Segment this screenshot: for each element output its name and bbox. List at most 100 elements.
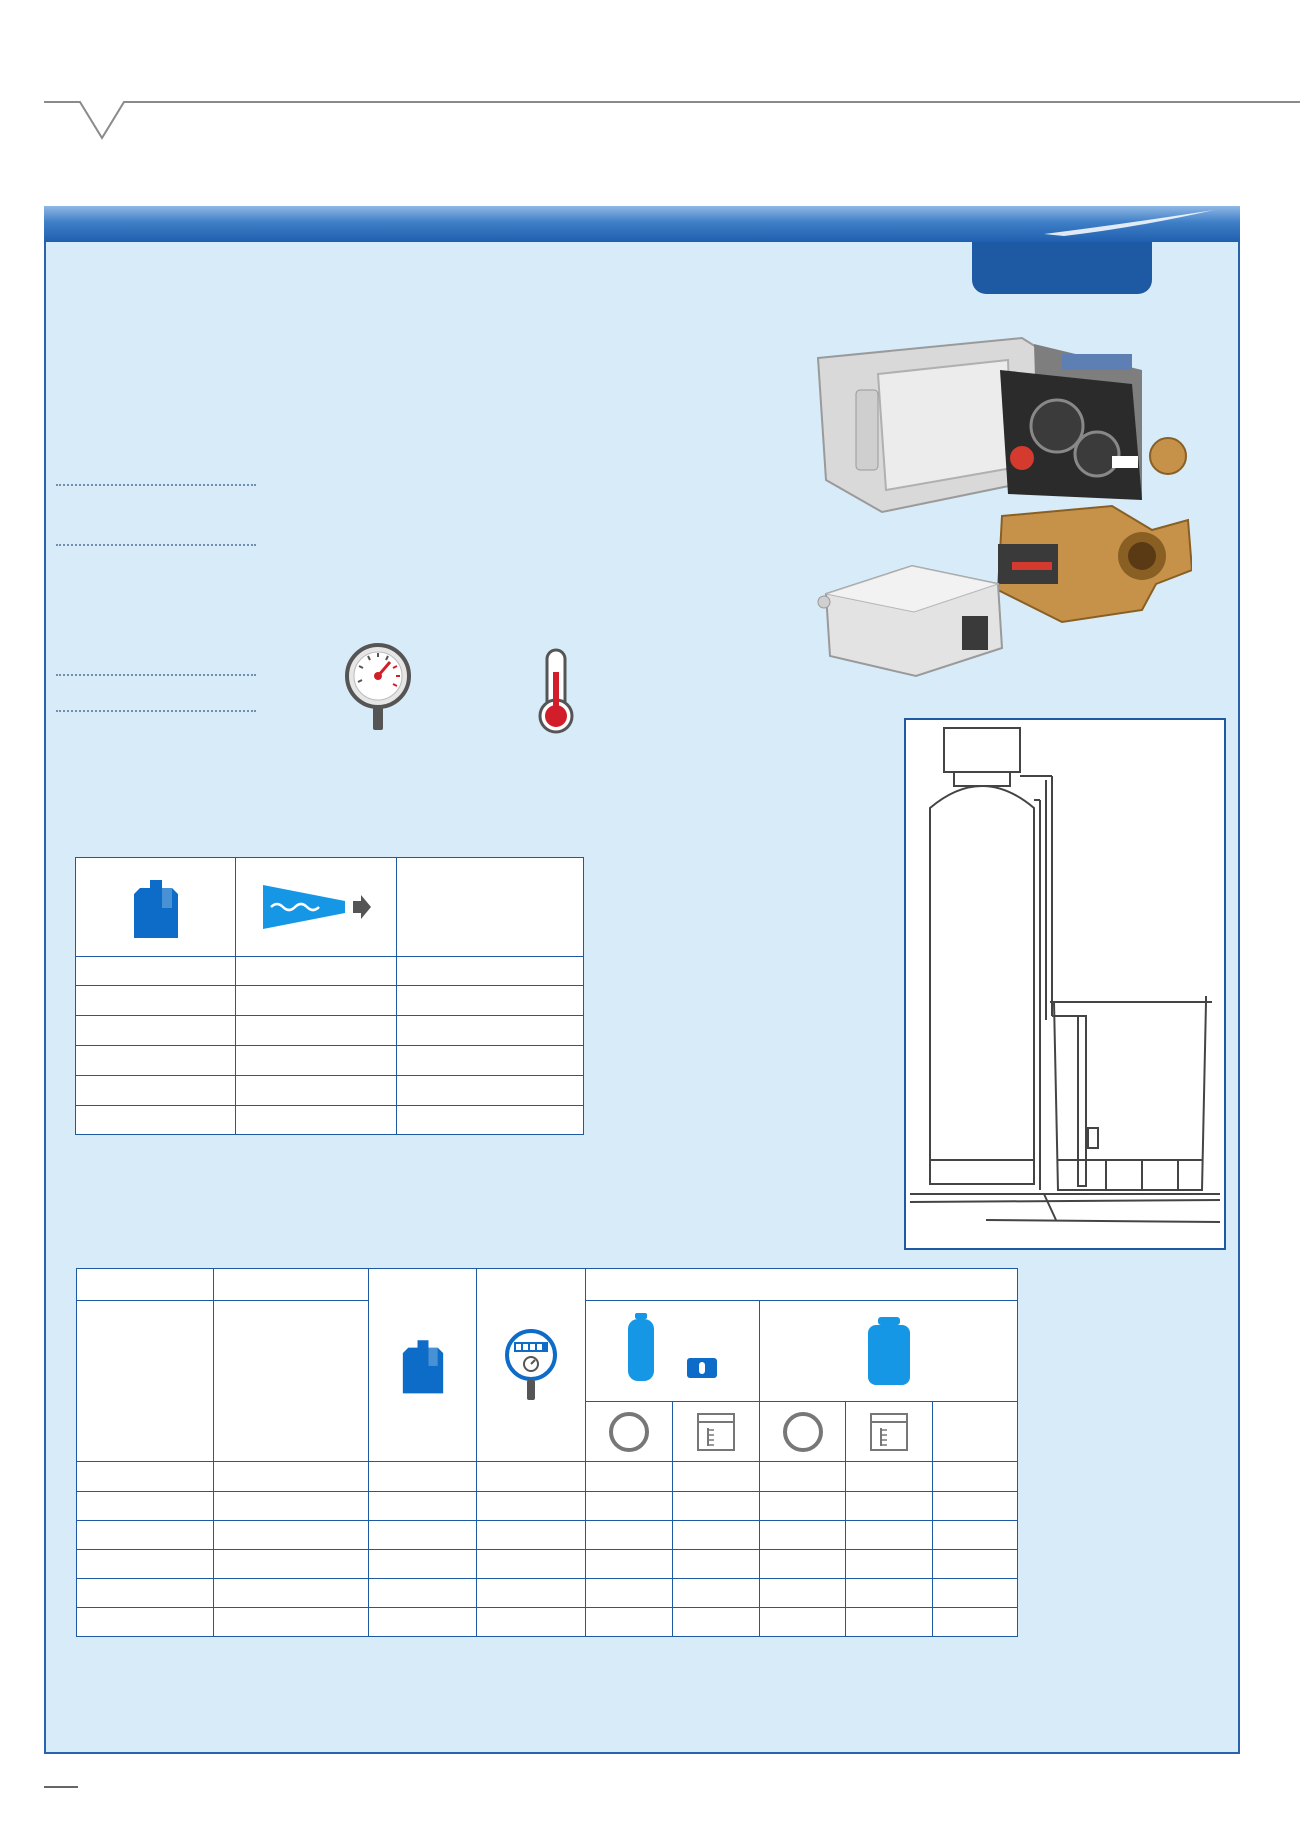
table-row [75, 1075, 584, 1106]
resin-tank-icon [628, 1313, 655, 1381]
table-cell [367, 1520, 478, 1550]
table-cell [396, 1045, 584, 1076]
table-cell [672, 1607, 761, 1637]
table-cell [476, 1491, 587, 1521]
table-cell [76, 1578, 214, 1608]
table1-header-cell [235, 857, 397, 957]
scale-icon [697, 1412, 736, 1451]
table-cell [845, 1520, 934, 1550]
table-cell [932, 1491, 1018, 1521]
scale-icon [870, 1412, 909, 1451]
ring-icon [609, 1411, 650, 1452]
table-cell [212, 1578, 369, 1608]
table-cell [845, 1491, 934, 1521]
table-cell [212, 1491, 369, 1521]
table2-header-cell [476, 1268, 587, 1462]
table-cell [75, 956, 236, 986]
table-row [75, 1015, 584, 1046]
table-cell [235, 1075, 397, 1106]
top-rule [44, 101, 1300, 140]
table-cell [212, 1520, 369, 1550]
table-row [76, 1549, 1018, 1579]
table-cell [845, 1578, 934, 1608]
table-cell [396, 1105, 584, 1135]
table-cell [396, 1015, 584, 1046]
ring-icon [782, 1411, 823, 1452]
table-cell [476, 1549, 587, 1579]
softener-installation-diagram [909, 727, 1221, 1223]
table-cell [932, 1549, 1018, 1579]
table-cell [476, 1607, 587, 1637]
table2-subheader-cell [845, 1401, 934, 1462]
table2-header-cell [585, 1268, 1018, 1301]
table-cell [932, 1520, 1018, 1550]
table-cell [585, 1607, 674, 1637]
table1-header-cell [75, 857, 236, 957]
swoosh-decoration [1044, 210, 1214, 236]
table-cell [235, 1105, 397, 1135]
table-cell [585, 1578, 674, 1608]
table-row [76, 1461, 1018, 1492]
table2-header-cell [212, 1268, 369, 1301]
dotted-leader [56, 544, 256, 546]
table-cell [585, 1461, 674, 1492]
bypass-icon [687, 1358, 718, 1378]
table-cell [76, 1520, 214, 1550]
table-cell [367, 1607, 478, 1637]
canister-icon [402, 1340, 443, 1394]
dotted-leader [56, 674, 256, 676]
table2-header-cell [585, 1300, 761, 1402]
table-cell [845, 1549, 934, 1579]
table-cell [212, 1607, 369, 1637]
table-cell [235, 985, 397, 1016]
table2-header-cell [759, 1300, 1018, 1402]
table-cell [396, 985, 584, 1016]
table-cell [75, 985, 236, 1016]
table-cell [212, 1461, 369, 1492]
table-cell [76, 1491, 214, 1521]
dotted-leader [56, 484, 256, 486]
brine-tank-icon [867, 1317, 910, 1385]
section-header-bar [44, 206, 1240, 242]
water-meter-icon [505, 1329, 558, 1400]
table-row [75, 956, 584, 986]
dotted-leader [56, 710, 256, 712]
table-row [75, 1045, 584, 1076]
table-cell [759, 1607, 847, 1637]
table-cell [759, 1520, 847, 1550]
table-cell [932, 1578, 1018, 1608]
table-cell [367, 1491, 478, 1521]
table-cell [845, 1607, 934, 1637]
table-cell [396, 956, 584, 986]
table-cell [75, 1075, 236, 1106]
table-cell [76, 1549, 214, 1579]
table-row [76, 1607, 1018, 1637]
footer-rule [44, 1786, 78, 1788]
table-cell [759, 1549, 847, 1579]
table-cell [759, 1461, 847, 1492]
table-cell [845, 1461, 934, 1492]
table-cell [672, 1520, 761, 1550]
table-cell [212, 1549, 369, 1579]
table-cell [672, 1578, 761, 1608]
table2-header-cell [212, 1300, 369, 1462]
table-cell [235, 1045, 397, 1076]
table-cell [672, 1461, 761, 1492]
table-cell [672, 1491, 761, 1521]
table2-subheader-cell [759, 1401, 847, 1462]
table-cell [759, 1491, 847, 1521]
table-cell [396, 1075, 584, 1106]
table-row [76, 1578, 1018, 1608]
table-row [75, 985, 584, 1016]
table-cell [672, 1549, 761, 1579]
table-cell [76, 1461, 214, 1492]
table-cell [585, 1549, 674, 1579]
table-cell [932, 1607, 1018, 1637]
table-cell [932, 1461, 1018, 1492]
table-cell [759, 1578, 847, 1608]
table2-subheader-cell [585, 1401, 674, 1462]
table-cell [367, 1578, 478, 1608]
table-cell [75, 1105, 236, 1135]
flow-spec-table [75, 857, 584, 1135]
table-cell [476, 1578, 587, 1608]
